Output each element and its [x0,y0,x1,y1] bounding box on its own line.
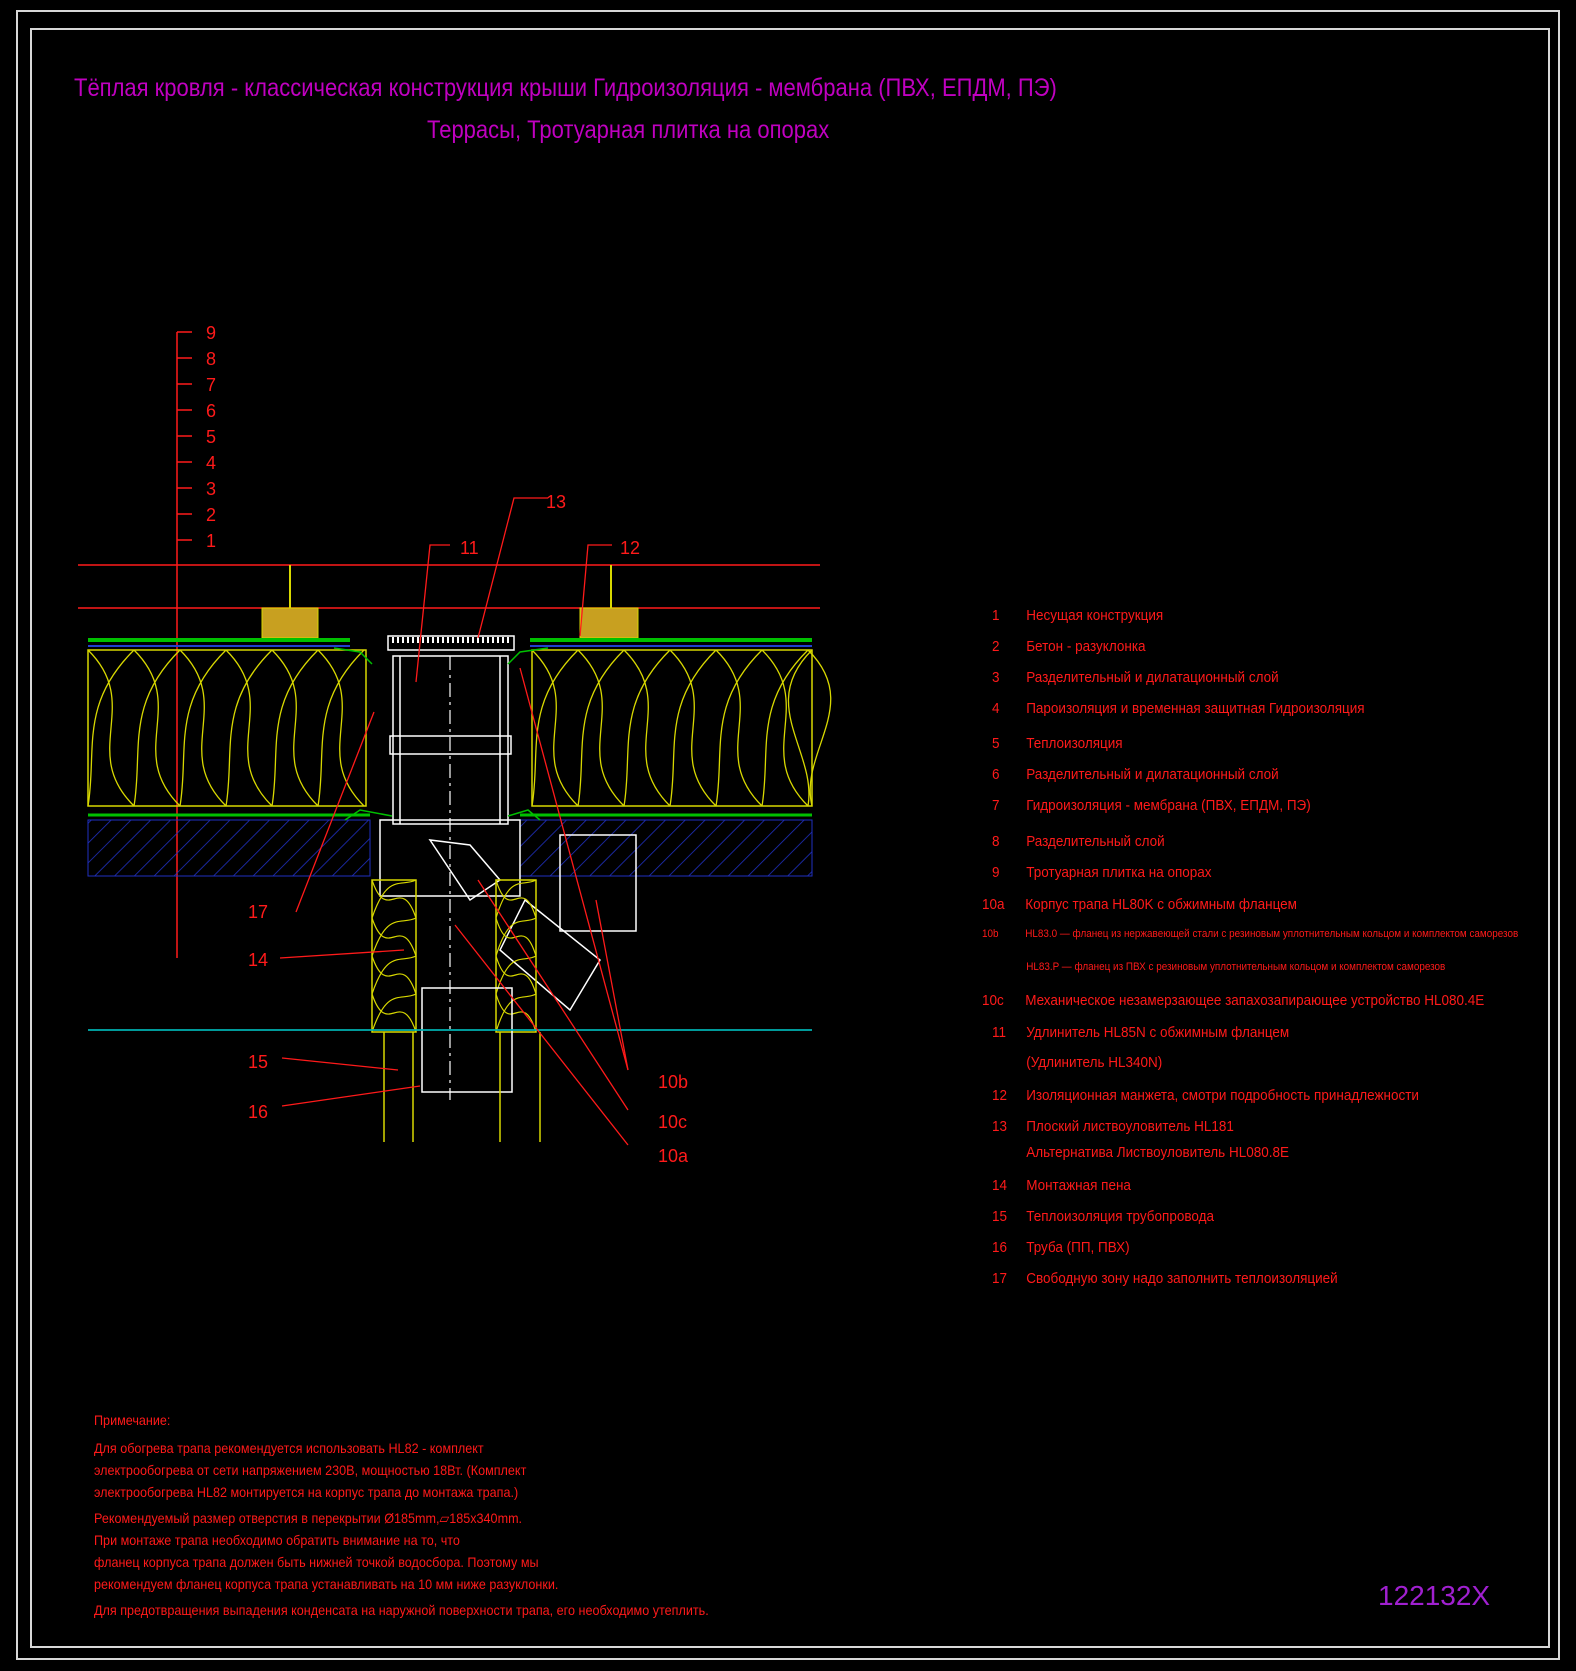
paving-slab [78,564,820,639]
layer-indicator: 9 8 7 6 5 4 3 2 1 [176,323,216,958]
legend-text: Теплоизоляция [1026,735,1123,752]
legend-text: Изоляционная манжета, смотри подробность… [1026,1087,1419,1104]
note-line: При монтаже трапа необходимо обратить вн… [94,1532,460,1548]
notes-heading: Примечание: [94,1412,171,1428]
legend-text: Альтернатива Листвоуловитель HL080.8E [1026,1144,1289,1161]
layer-tick-label: 2 [206,505,216,525]
legend-number: 10b [982,928,999,940]
note-line: фланец корпуса трапа должен быть нижней … [94,1554,539,1570]
legend-number: 5 [992,735,1000,752]
layer-tick-label: 6 [206,401,216,421]
note-line: электрообогрева от сети напряжением 230В… [94,1462,527,1478]
membrane-top [88,638,812,647]
drawing-code: 122132X [1378,1580,1491,1611]
callout-15: 15 [248,1052,268,1072]
legend-number: 1 [992,607,1000,624]
callout-14: 14 [248,950,268,970]
legend-number: 4 [992,700,1000,717]
legend-number: 2 [992,638,1000,655]
layer-tick-label: 9 [206,323,216,343]
callout-10a: 10a [658,1146,689,1166]
callout-13: 13 [546,492,566,512]
callout-10c: 10c [658,1112,687,1132]
legend-text: Свободную зону надо заполнить теплоизоля… [1026,1270,1338,1287]
legend-number: 8 [992,833,1000,850]
drain-pipe [371,879,541,1142]
legend-number: 9 [992,864,1000,881]
inner-frame [30,28,1550,1648]
callout-10b: 10b [658,1072,688,1092]
note-line: Для обогрева трапа рекомендуется использ… [94,1440,484,1456]
legend-number: 7 [992,797,1000,814]
layer-tick-label: 5 [206,427,216,447]
legend-text: HL83.0 — фланец из нержавеющей стали с р… [1025,928,1519,940]
legend-text: Удлинитель HL85N с обжимным фланцем [1026,1024,1290,1041]
callout-12: 12 [620,538,640,558]
layer-ticks: 9 8 7 6 5 4 3 2 1 [177,323,216,551]
legend-text: Тротуарная плитка на опорах [1026,864,1212,881]
legend-text: Гидроизоляция - мембрана (ПВХ, ЕПДМ, ПЭ) [1026,797,1311,814]
legend-text: Труба (ПП, ПВХ) [1026,1239,1130,1256]
legend-number: 3 [992,669,1000,686]
legend-number: 10a [982,896,1005,913]
callout-11: 11 [460,538,479,558]
callout-17: 17 [248,902,268,922]
legend-text: Теплоизоляция трубопровода [1026,1208,1214,1225]
legend-text: (Удлинитель HL340N) [1026,1054,1163,1071]
legend-number: 6 [992,766,1000,783]
leader-lines [279,497,629,1146]
title-line-1: Тёплая кровля - классическая конструкция… [74,74,1057,102]
legend-text: HL83.P — фланец из ПВХ с резиновым уплот… [1026,961,1446,973]
legend-text: Механическое незамерзающее запахозапираю… [1025,992,1485,1009]
thermal-insulation [87,649,832,807]
callout-16: 16 [248,1102,268,1122]
legend-number: 16 [992,1239,1008,1256]
title-line-2: Террасы, Тротуарная плитка на опорах [427,116,830,144]
legend-number: 10c [982,992,1004,1009]
layer-tick-label: 3 [206,479,216,499]
layer-tick-label: 8 [206,349,216,369]
legend-text: Бетон - разуклонка [1026,638,1146,655]
note-line: электрообогрева HL82 монтируется на корп… [94,1484,519,1500]
note-line: Рекомендуемый размер отверстия в перекры… [94,1510,523,1526]
layer-tick-label: 1 [206,531,216,551]
note-line: рекомендуем фланец корпуса трапа устанав… [94,1576,559,1592]
legend-number: 13 [992,1118,1008,1135]
outer-frame [16,10,1560,1660]
legend-text: Плоский листвоуловитель HL181 [1026,1118,1234,1135]
legend-number: 11 [992,1024,1007,1041]
legend-text: Пароизоляция и временная защитная Гидрои… [1026,700,1365,717]
legend-text: Монтажная пена [1026,1177,1131,1194]
legend-text: Несущая конструкция [1026,607,1164,624]
legend-number: 14 [992,1177,1008,1194]
callout-labels: 13 11 12 17 14 15 16 10b 10c 10a [248,492,689,1166]
legend-number: 15 [992,1208,1008,1225]
legend-number: 17 [992,1270,1008,1287]
legend-text: Корпус трапа HL80K с обжимным фланцем [1025,896,1297,913]
legend-number: 12 [992,1087,1008,1104]
legend-text: Разделительный и дилатационный слой [1026,766,1279,783]
note-line: Для предотвращения выпадения конденсата … [94,1602,709,1618]
legend-text: Разделительный и дилатационный слой [1026,669,1279,686]
layer-tick-label: 7 [206,375,216,395]
layer-tick-label: 4 [206,453,216,473]
legend-text: Разделительный слой [1026,833,1165,850]
roof-drain [333,635,637,1100]
